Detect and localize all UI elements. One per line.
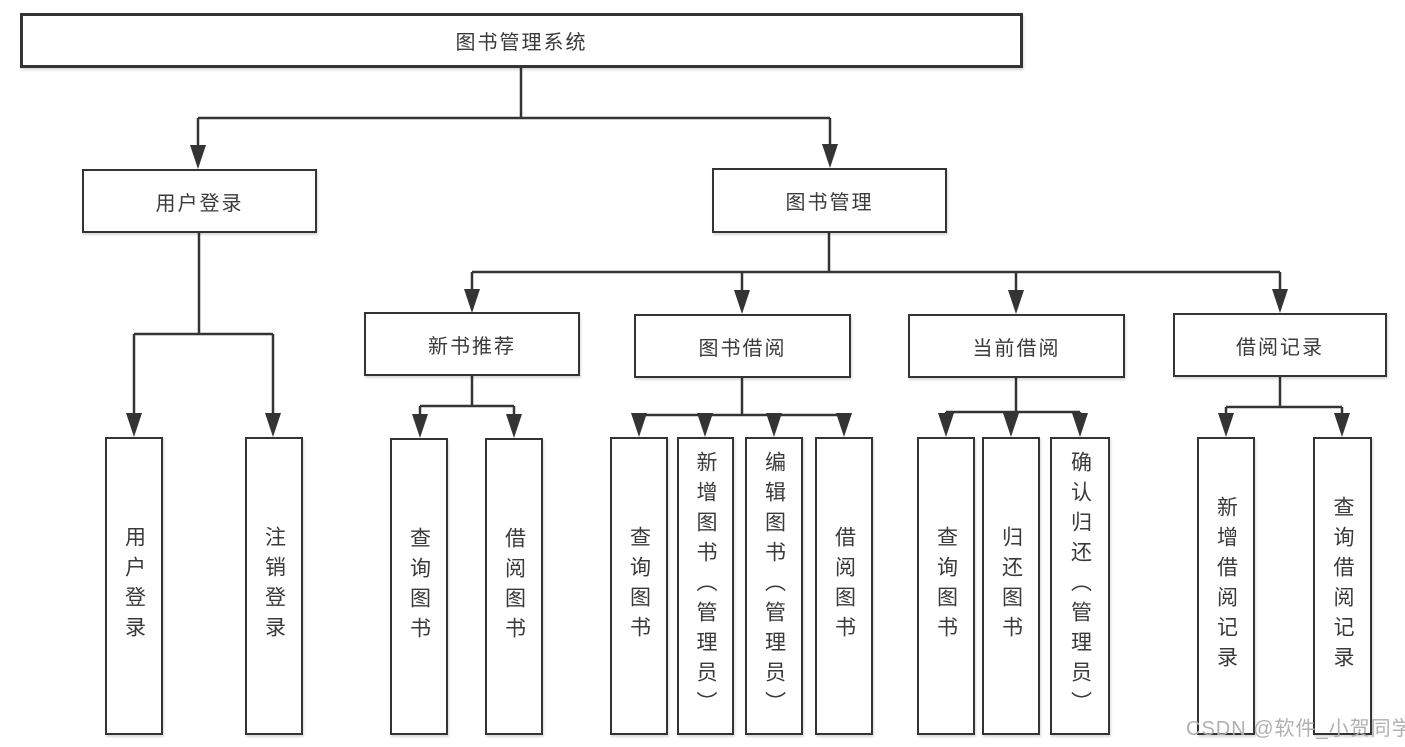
node-user-login-label: 用户登录 [155,192,244,215]
leaf-confirm-return-admin: 确认归还（管理员） [1050,437,1110,735]
node-book-borrowing: 图书借阅 [634,314,851,378]
leaf-add-books-admin: 新增图书（管理员） [677,437,734,735]
leaf-query-borrow-record: 查询借阅记录 [1313,437,1372,735]
node-new-book-recommend: 新书推荐 [364,312,580,376]
leaf-edit-books-admin: 编辑图书（管理员） [745,437,803,735]
leaf-logout: 注销登录 [245,437,303,735]
node-new-book-recommend-label: 新书推荐 [428,335,516,358]
node-book-management: 图书管理 [712,168,947,233]
node-borrowing-records-label: 借阅记录 [1236,336,1324,359]
leaf-add-books-admin-label: 新增图书（管理员） [694,451,717,721]
leaf-confirm-return-admin-label: 确认归还（管理员） [1068,451,1092,721]
leaf-borrow-books-borrowing-label: 借阅图书 [832,526,856,646]
leaf-query-books-recommend-label: 查询图书 [407,526,431,647]
node-borrowing-records: 借阅记录 [1173,313,1387,377]
node-current-borrowing-label: 当前借阅 [972,337,1061,360]
leaf-borrow-books-recommend: 借阅图书 [485,438,543,735]
leaf-borrow-books-borrowing: 借阅图书 [815,437,873,735]
node-book-borrowing-label: 图书借阅 [698,337,787,360]
node-current-borrowing: 当前借阅 [908,314,1125,378]
leaf-query-books-borrowing-label: 查询图书 [627,526,651,646]
node-root-label: 图书管理系统 [455,32,588,54]
leaf-query-borrow-record-label: 查询借阅记录 [1331,496,1354,676]
node-user-login: 用户登录 [82,169,317,233]
leaf-return-books-label: 归还图书 [999,526,1023,646]
leaf-return-books: 归还图书 [982,437,1040,735]
node-root: 图书管理系统 [20,13,1023,68]
leaf-query-books-recommend: 查询图书 [390,438,448,735]
node-book-management-label: 图书管理 [785,192,874,214]
leaf-query-books-current: 查询图书 [917,437,975,735]
leaf-query-books-borrowing: 查询图书 [610,437,668,735]
csdn-watermark: CSDN @软件_小贺同学 [1186,718,1405,740]
leaf-edit-books-admin-label: 编辑图书（管理员） [762,451,786,721]
leaf-user-login-label: 用户登录 [122,526,146,646]
arrowheads [126,144,1350,438]
leaf-user-login: 用户登录 [105,437,163,735]
leaf-query-books-current-label: 查询图书 [934,526,958,646]
leaf-logout-label: 注销登录 [262,526,286,646]
leaf-add-borrow-record-label: 新增借阅记录 [1214,496,1238,676]
leaf-add-borrow-record: 新增借阅记录 [1197,437,1255,735]
leaf-borrow-books-recommend-label: 借阅图书 [502,526,526,647]
